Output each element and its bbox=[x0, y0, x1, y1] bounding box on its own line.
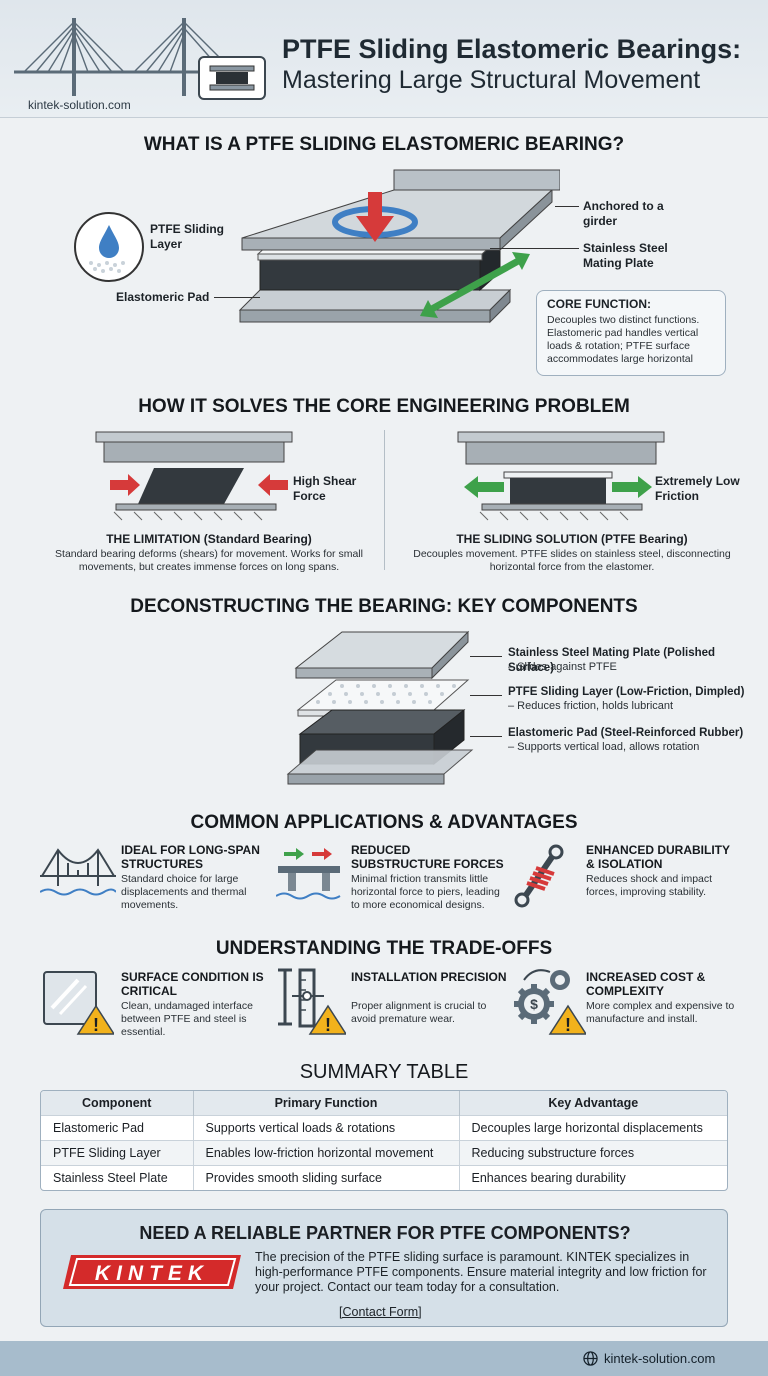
component-desc-elastomer: – Supports vertical load, allows rotatio… bbox=[508, 741, 700, 753]
contact-form-link[interactable]: [Contact Form] bbox=[339, 1305, 422, 1319]
water-drop-icon bbox=[74, 212, 144, 282]
component-desc-steel: – Slides against PTFE bbox=[508, 661, 617, 673]
app-text-long-span: Standard choice for large displacements … bbox=[121, 873, 247, 911]
label-stainless-steel-plate: Stainless Steel Mating Plate bbox=[583, 241, 668, 270]
table-cell: Provides smooth sliding surface bbox=[193, 1164, 460, 1190]
table-cell: PTFE Sliding Layer bbox=[41, 1139, 194, 1165]
table-row: Elastomeric Pad Supports vertical loads … bbox=[41, 1114, 727, 1140]
cable-stayed-bridge-icon bbox=[14, 18, 224, 96]
sliding-solution-text: Decouples movement. PTFE slides on stain… bbox=[413, 548, 731, 573]
leader-line bbox=[470, 736, 502, 737]
component-desc-ptfe: – Reduces friction, holds lubricant bbox=[508, 700, 674, 712]
limitation-title: THE LIMITATION (Standard Bearing) bbox=[106, 532, 312, 546]
tradeoff-title-cost: INCREASED COST & COMPLEXITY bbox=[586, 970, 706, 998]
app-title-long-span: IDEAL FOR LONG-SPAN STRUCTURES bbox=[121, 843, 260, 871]
footer-website-link[interactable]: kintek-solution.com bbox=[604, 1351, 716, 1366]
cta-box: NEED A RELIABLE PARTNER FOR PTFE COMPONE… bbox=[40, 1209, 728, 1327]
section-heading-tradeoffs: UNDERSTANDING THE TRADE-OFFS bbox=[215, 938, 553, 959]
app-title-substructure: REDUCED SUBSTRUCTURE FORCES bbox=[351, 843, 504, 871]
label-elastomeric-pad: Elastomeric Pad bbox=[116, 290, 210, 304]
suspension-bridge-icon bbox=[40, 848, 116, 896]
footer-bar: kintek-solution.com bbox=[0, 1341, 768, 1376]
component-label-ptfe: PTFE Sliding Layer (Low-Friction, Dimple… bbox=[508, 686, 745, 698]
standard-bearing-shear-diagram bbox=[95, 431, 293, 521]
app-text-durability: Reduces shock and impact forces, improvi… bbox=[586, 873, 713, 898]
logo-text: KINTEK bbox=[95, 1262, 209, 1285]
section-heading-components: DECONSTRUCTING THE BEARING: KEY COMPONEN… bbox=[130, 596, 638, 617]
table-cell: Stainless Steel Plate bbox=[41, 1164, 194, 1190]
header-banner: PTFE Sliding Elastomeric Bearings: Maste… bbox=[0, 0, 768, 118]
section-heading-problem: HOW IT SOLVES THE CORE ENGINEERING PROBL… bbox=[138, 396, 630, 417]
header-website-link[interactable]: kintek-solution.com bbox=[28, 98, 131, 112]
kintek-logo: KINTEK bbox=[63, 1255, 241, 1289]
table-row: PTFE Sliding Layer Enables low-friction … bbox=[41, 1139, 727, 1165]
table-header-row: Component Primary Function Key Advantage bbox=[41, 1091, 727, 1115]
section-heading-what-is: WHAT IS A PTFE SLIDING ELASTOMERIC BEARI… bbox=[143, 134, 625, 155]
section-divider bbox=[384, 430, 385, 570]
leader-line bbox=[470, 656, 502, 657]
core-function-title: CORE FUNCTION: bbox=[547, 297, 651, 311]
svg-text:!: ! bbox=[565, 1015, 571, 1035]
app-text-substructure: Minimal friction transmits little horizo… bbox=[351, 873, 500, 911]
svg-text:!: ! bbox=[325, 1015, 331, 1035]
label-extremely-low-friction: Extremely Low Friction bbox=[655, 474, 740, 503]
component-label-steel: Stainless Steel Mating Plate (Polished S… bbox=[508, 647, 716, 674]
page-subtitle: Mastering Large Structural Movement bbox=[282, 66, 701, 94]
leader-line bbox=[490, 248, 579, 249]
pier-arrows-icon bbox=[276, 848, 341, 900]
table-cell: Elastomeric Pad bbox=[41, 1114, 194, 1140]
alignment-warning-icon: ! bbox=[278, 968, 346, 1035]
table-cell: Supports vertical loads & rotations bbox=[193, 1114, 460, 1140]
label-anchored-girder: Anchored to a girder bbox=[583, 199, 664, 228]
globe-icon bbox=[583, 1351, 598, 1366]
svg-text:$: $ bbox=[530, 996, 538, 1012]
component-label-elastomer: Elastomeric Pad (Steel-Reinforced Rubber… bbox=[508, 727, 744, 739]
app-title-durability: ENHANCED DURABILITY & ISOLATION bbox=[586, 843, 730, 871]
glass-surface-warning-icon: ! bbox=[43, 971, 114, 1035]
tradeoff-text-surface: Clean, undamaged interface between PTFE … bbox=[121, 1000, 253, 1038]
column-header: Primary Function bbox=[193, 1091, 460, 1115]
tradeoff-title-installation: INSTALLATION PRECISION bbox=[351, 970, 507, 984]
tradeoff-text-installation: Proper alignment is crucial to avoid pre… bbox=[351, 1000, 487, 1025]
gears-cost-warning-icon: $ ! bbox=[514, 969, 586, 1035]
label-ptfe-sliding-layer: PTFE Sliding Layer bbox=[150, 222, 224, 251]
leader-line bbox=[470, 695, 502, 696]
table-cell: Enhances bearing durability bbox=[459, 1164, 727, 1190]
svg-text:!: ! bbox=[93, 1015, 99, 1035]
cta-text: The precision of the PTFE sliding surfac… bbox=[255, 1250, 707, 1294]
summary-table: Component Primary Function Key Advantage… bbox=[40, 1090, 728, 1191]
tradeoff-title-surface: SURFACE CONDITION IS CRITICAL bbox=[121, 970, 264, 998]
shock-absorber-icon bbox=[514, 844, 564, 908]
page-title: PTFE Sliding Elastomeric Bearings: bbox=[282, 34, 742, 64]
table-cell: Reducing substructure forces bbox=[459, 1139, 727, 1165]
section-heading-applications: COMMON APPLICATIONS & ADVANTAGES bbox=[190, 812, 578, 833]
section-heading-summary: SUMMARY TABLE bbox=[299, 1061, 469, 1083]
tradeoff-text-cost: More complex and expensive to manufactur… bbox=[586, 1000, 735, 1025]
label-high-shear-force: High Shear Force bbox=[293, 474, 357, 503]
ptfe-bearing-sliding-diagram bbox=[457, 431, 665, 521]
column-header: Key Advantage bbox=[459, 1091, 727, 1115]
table-row: Stainless Steel Plate Provides smooth sl… bbox=[41, 1164, 727, 1190]
column-header: Component bbox=[41, 1091, 194, 1115]
leader-line bbox=[214, 297, 260, 298]
bearing-thumbnail-icon bbox=[198, 56, 266, 100]
table-cell: Decouples large horizontal displacements bbox=[459, 1114, 727, 1140]
leader-line bbox=[555, 206, 579, 207]
sliding-solution-title: THE SLIDING SOLUTION (PTFE Bearing) bbox=[456, 532, 688, 546]
cta-title: NEED A RELIABLE PARTNER FOR PTFE COMPONE… bbox=[139, 1223, 631, 1243]
core-function-text: Decouples two distinct functions. Elasto… bbox=[547, 314, 700, 365]
core-function-box: CORE FUNCTION: Decouples two distinct fu… bbox=[536, 290, 726, 376]
bearing-components-exploded-view bbox=[286, 630, 474, 785]
bearing-exploded-illustration bbox=[238, 169, 560, 324]
table-cell: Enables low-friction horizontal movement bbox=[193, 1139, 460, 1165]
limitation-text: Standard bearing deforms (shears) for mo… bbox=[55, 548, 363, 573]
